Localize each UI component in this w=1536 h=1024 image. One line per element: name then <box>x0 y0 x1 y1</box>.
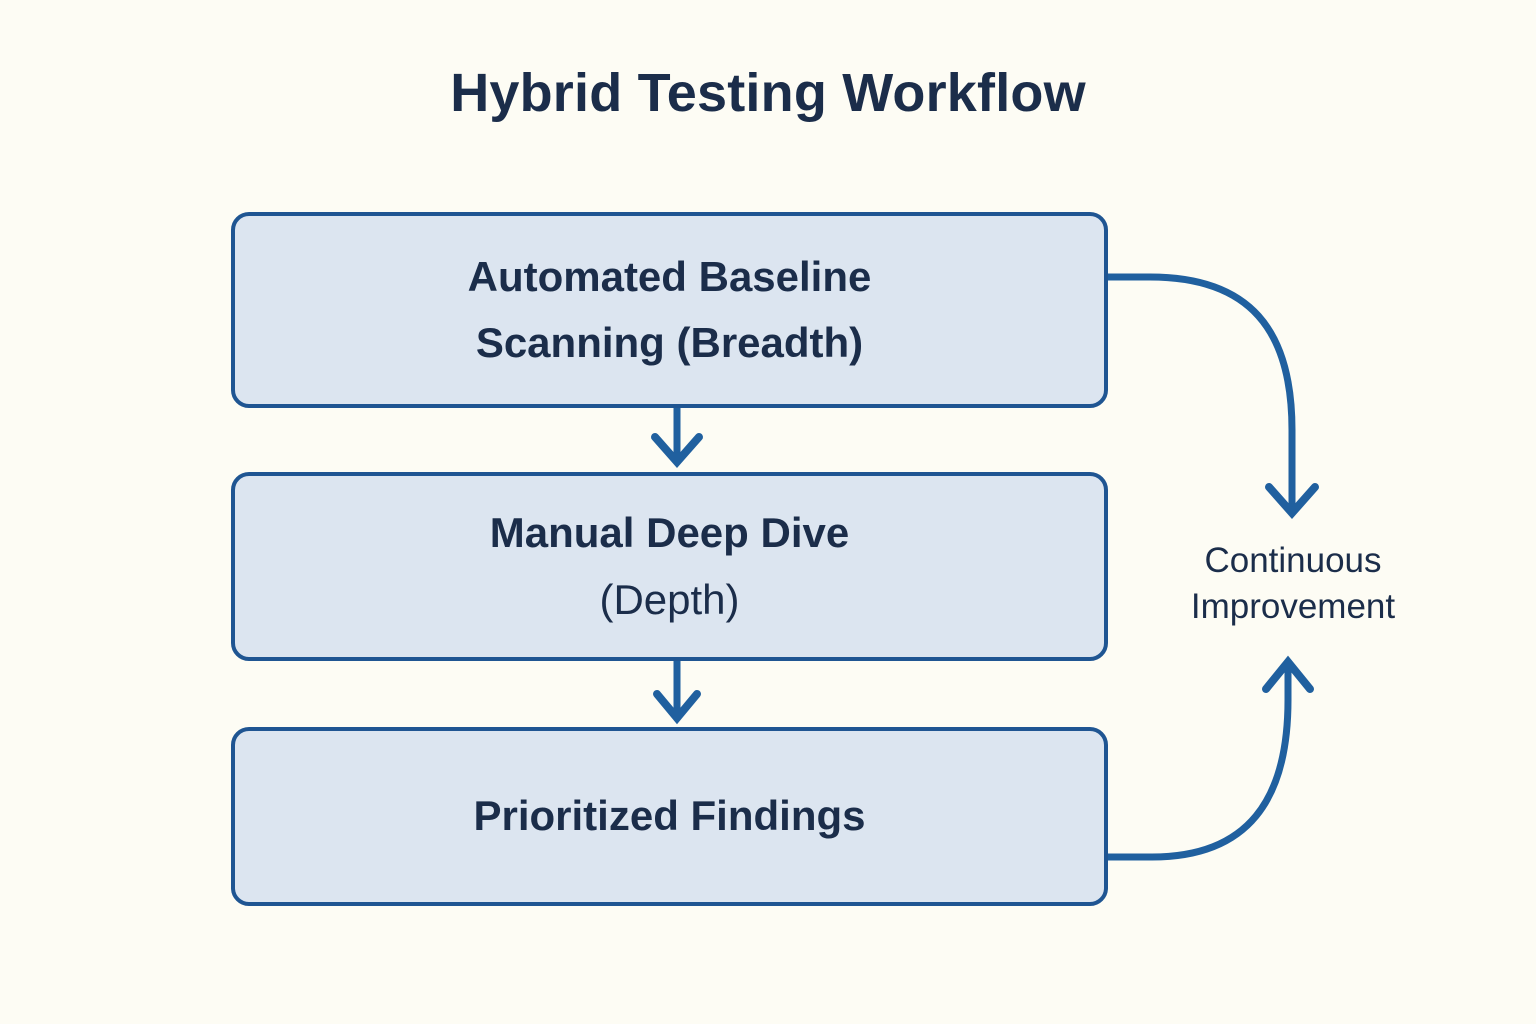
feedback-loop-label: Continuous Improvement <box>1128 538 1458 629</box>
process-box-automated-baseline-scanning[interactable]: Automated Baseline Scanning (Breadth) <box>231 212 1108 408</box>
arrow-box3-to-feedback-icon <box>1108 655 1314 861</box>
page-title: Hybrid Testing Workflow <box>450 63 1086 123</box>
arrow-box2-to-box3-icon <box>653 661 701 725</box>
process-box-label-line2: Scanning (Breadth) <box>475 319 864 366</box>
feedback-loop-label-line2: Improvement <box>1190 586 1396 626</box>
feedback-loop-label-line1: Continuous <box>1204 541 1382 580</box>
process-box-manual-deep-dive[interactable]: Manual Deep Dive (Depth) <box>231 472 1108 661</box>
arrow-box1-to-box2-icon <box>651 408 703 469</box>
arrow-box1-to-feedback-icon <box>1108 273 1319 520</box>
process-box-label-line1: Prioritized Findings <box>473 792 866 840</box>
process-box-label-line1: Manual Deep Dive <box>489 509 850 557</box>
process-box-prioritized-findings[interactable]: Prioritized Findings <box>231 727 1108 906</box>
process-box-label-line2: (Depth) <box>599 575 740 623</box>
process-box-label-line1: Automated Baseline <box>467 252 872 300</box>
